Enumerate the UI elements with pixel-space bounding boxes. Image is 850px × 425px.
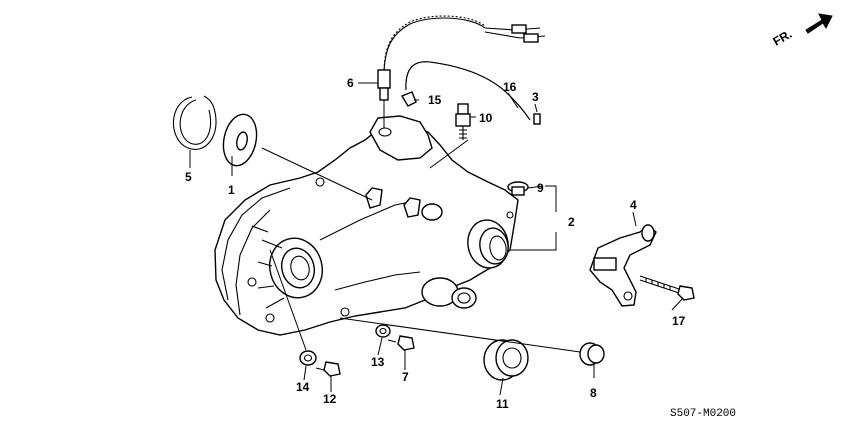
callout-labels: 1 2 3 4 5 6 7 8 9 10 11 12 13 14 15 16 1…	[185, 76, 686, 411]
part-13-washer	[375, 324, 391, 338]
part-8-plug	[579, 342, 605, 366]
callout-7: 7	[402, 370, 409, 384]
callout-16: 16	[503, 80, 517, 94]
diagram-code: S507-M0200	[670, 408, 736, 420]
callout-4: 4	[630, 198, 637, 212]
callout-3: 3	[532, 90, 539, 104]
part-15-clip	[400, 91, 417, 107]
callout-12: 12	[323, 392, 337, 406]
part-9-breather-cap	[507, 181, 529, 196]
front-arrow-icon	[805, 13, 833, 34]
callout-10: 10	[479, 111, 493, 125]
part-1-shim	[222, 113, 258, 167]
part-4-bracket	[589, 224, 657, 307]
callout-11: 11	[496, 397, 509, 411]
part-12-bolt	[315, 361, 341, 377]
part-17-bolt	[639, 275, 695, 301]
callout-6: 6	[347, 76, 354, 90]
part-6-speedometer-cable	[377, 15, 546, 128]
part-3-pin	[533, 113, 541, 125]
part-7-bolt	[387, 335, 415, 351]
callout-14: 14	[296, 380, 310, 394]
callout-2: 2	[568, 215, 575, 229]
callout-13: 13	[371, 355, 385, 369]
callout-9: 9	[537, 181, 544, 195]
part-11-oil-seal	[483, 339, 529, 381]
callout-15: 15	[428, 93, 442, 107]
callout-17: 17	[672, 314, 686, 328]
callout-5: 5	[185, 170, 192, 184]
part-10-switch	[455, 103, 471, 140]
callout-8: 8	[590, 386, 597, 400]
part-16-breather-hose	[405, 61, 531, 121]
callout-1: 1	[228, 183, 235, 197]
part-5-snap-ring	[172, 95, 217, 150]
part-14-washer	[299, 350, 317, 366]
front-direction-arrow: FR.	[771, 13, 833, 49]
transmission-housing	[214, 115, 519, 336]
front-direction-label: FR.	[771, 27, 795, 49]
leader-lines	[189, 82, 684, 396]
